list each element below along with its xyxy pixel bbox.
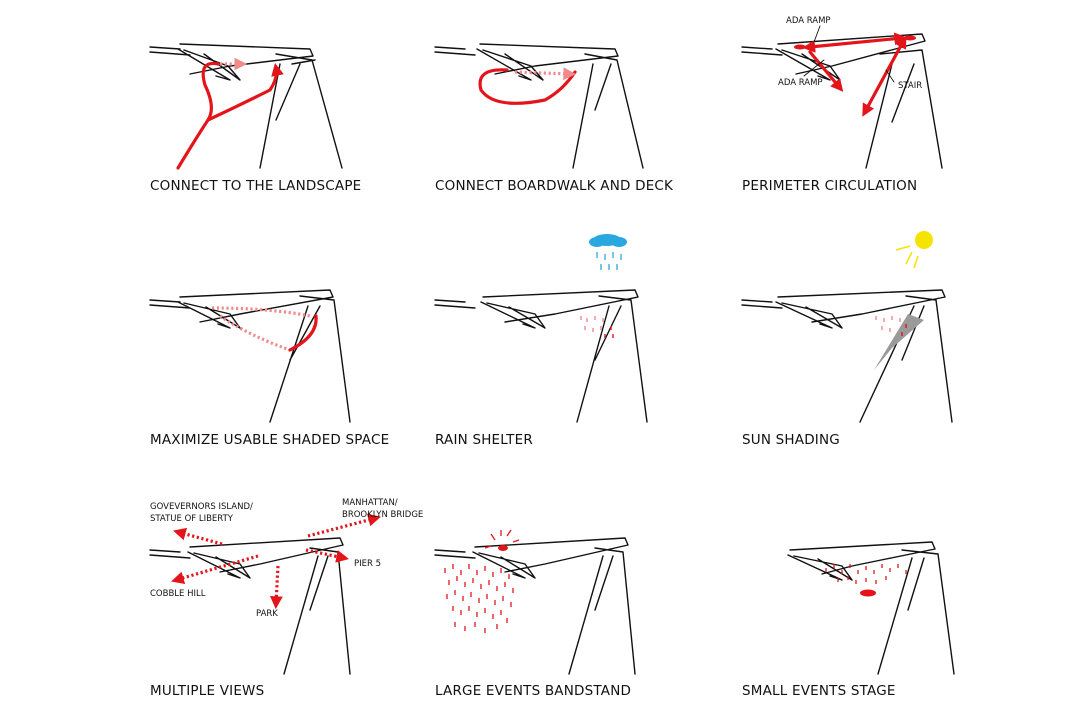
shaded-people	[875, 316, 907, 336]
panel-caption: LARGE EVENTS BANDSTAND	[435, 683, 632, 699]
panel-caption: MULTIPLE VIEWS	[150, 683, 265, 699]
pavilion-diagram	[149, 289, 351, 423]
panel-small-events: SMALL EVENTS STAGE	[742, 490, 1042, 720]
panel-connect-boardwalk: CONNECT BOARDWALK AND DECK	[434, 40, 735, 270]
stair-arrow	[862, 35, 907, 117]
ada-ramp-label-top: ADA RAMP	[786, 16, 831, 26]
audience	[825, 564, 907, 584]
pavilion-diagram	[434, 43, 644, 169]
panel-large-events: LARGE EVENTS BANDSTAND	[434, 490, 735, 720]
dashed-flow-arrow	[514, 67, 577, 81]
panel-caption: PERIMETER CIRCULATION	[742, 178, 918, 194]
path-from-landscape	[176, 61, 220, 170]
pavilion-outline	[434, 537, 636, 675]
pavilion-diagram	[434, 234, 648, 423]
dashed-area-top	[211, 306, 311, 318]
pavilion-outline	[741, 33, 943, 169]
dashed-area-bottom	[219, 314, 291, 352]
pavilion-diagram	[787, 541, 955, 675]
pavilion-outline	[149, 537, 351, 675]
ada-ramp-arrow-bottom	[808, 50, 844, 92]
panel-rain-shelter: RAIN SHELTER	[434, 230, 735, 460]
pavilion-outline	[434, 289, 648, 423]
sun-icon	[895, 231, 933, 269]
pavilion-diagram	[434, 529, 636, 675]
rain-cloud-icon	[589, 234, 627, 270]
panel-caption: CONNECT TO THE LANDSCAPE	[150, 178, 362, 194]
sheltered-people	[580, 316, 614, 338]
view-arrow-pier	[305, 548, 350, 563]
cobble-hill-label: COBBLE HILL	[150, 589, 206, 599]
pavilion-outline	[434, 43, 644, 169]
ramp-landing-marker	[904, 35, 916, 41]
pavilion-diagram: GOVEVERNORS ISLAND/ STATUE OF LIBERTY MA…	[149, 498, 423, 675]
panel-caption: SUN SHADING	[742, 432, 840, 448]
view-arrow-park	[270, 565, 283, 610]
ada-ramp-label-bottom: ADA RAMP	[778, 78, 823, 88]
view-arrow-manhattan	[307, 513, 381, 538]
loop-path	[478, 68, 577, 105]
panel-shaded-space: MAXIMIZE USABLE SHADED SPACE	[149, 280, 450, 510]
bandstand-performer-icon	[484, 529, 520, 551]
manhattan-label: MANHATTAN/	[342, 498, 398, 508]
panel-caption: SMALL EVENTS STAGE	[742, 683, 896, 699]
shaded-boundary	[288, 314, 318, 352]
pavilion-diagram: ADA RAMP ADA RAMP STAIR	[741, 16, 943, 169]
view-arrow-governors	[173, 527, 223, 546]
panel-caption: CONNECT BOARDWALK AND DECK	[435, 178, 674, 194]
governors-label: GOVEVERNORS ISLAND/	[150, 502, 253, 512]
crowd	[444, 564, 514, 633]
pavilion-diagram	[741, 231, 953, 423]
view-arrow-cobble	[171, 554, 259, 584]
park-label: PARK	[256, 609, 278, 619]
pavilion-outline	[149, 43, 343, 169]
path-to-deck	[206, 62, 284, 122]
pavilion-outline	[787, 541, 955, 675]
stage-marker	[860, 589, 876, 597]
panel-perimeter-circulation: ADA RAMP ADA RAMP STAIR PERIMETER CIRCUL…	[741, 10, 1042, 240]
panel-caption: RAIN SHELTER	[435, 432, 533, 448]
panel-sun-shading: SUN SHADING	[741, 230, 1042, 460]
pavilion-outline	[741, 289, 953, 423]
stair-label: STAIR	[898, 81, 922, 91]
ramp-landing-marker	[794, 44, 806, 50]
pier-label: PIER 5	[354, 559, 381, 569]
brooklyn-bridge-label: BROOKLYN BRIDGE	[342, 510, 423, 520]
shadow-area	[874, 314, 924, 370]
panel-connect-landscape: CONNECT TO THE LANDSCAPE	[149, 40, 450, 270]
pavilion-outline	[149, 289, 351, 423]
liberty-label: STATUE OF LIBERTY	[150, 514, 234, 524]
panel-multiple-views: GOVEVERNORS ISLAND/ STATUE OF LIBERTY MA…	[149, 490, 450, 720]
ada-ramp-arrow-top	[802, 32, 908, 53]
pavilion-diagram	[149, 43, 343, 170]
panel-caption: MAXIMIZE USABLE SHADED SPACE	[150, 432, 390, 448]
